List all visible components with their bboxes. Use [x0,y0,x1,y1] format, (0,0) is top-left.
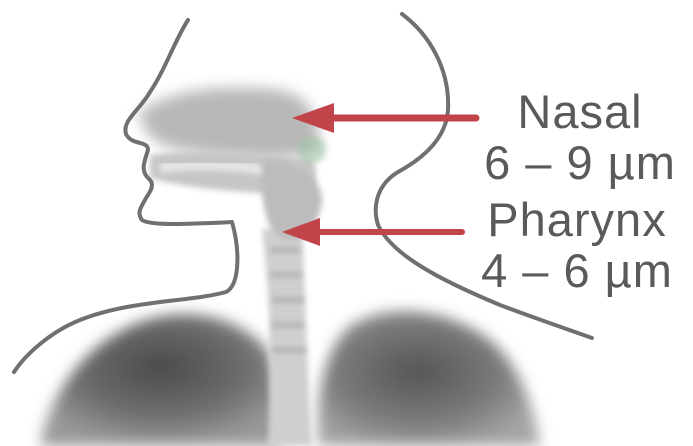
trachea [262,220,312,446]
left-lung [40,314,281,446]
nasal-particle-size: 6 – 9 µm [470,139,690,186]
nasal-cavity [140,88,319,159]
right-lung [318,311,540,446]
pharynx-label: Pharynx 4 – 6 µm [462,196,692,294]
nasal-label: Nasal 6 – 9 µm [470,88,690,186]
pharynx-particle-size: 4 – 6 µm [462,247,692,294]
pharynx-name: Pharynx [462,196,692,243]
nasal-name: Nasal [470,88,690,135]
pharynx-arrow [282,218,462,246]
